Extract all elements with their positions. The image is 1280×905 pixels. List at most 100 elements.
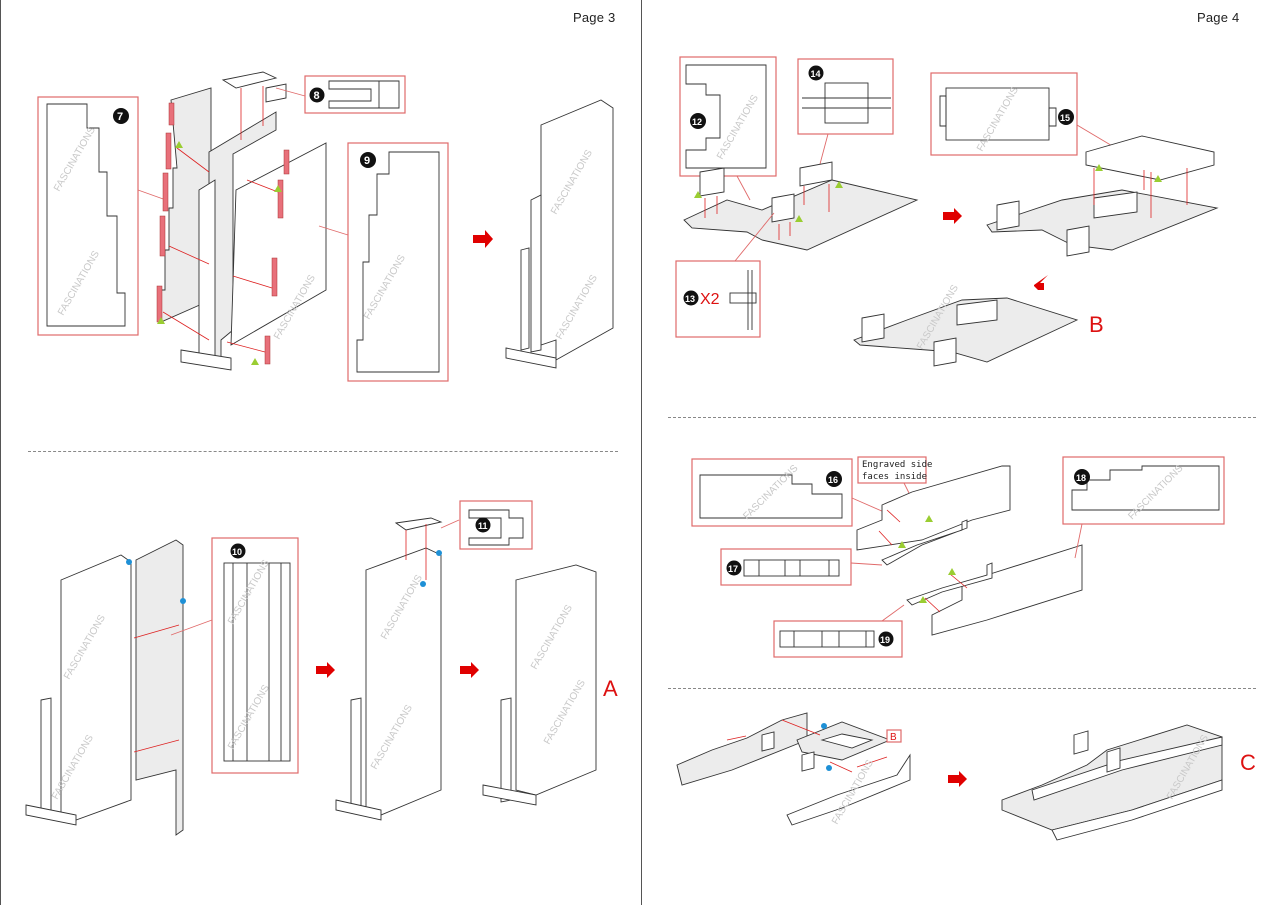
reference-label-B: B bbox=[890, 732, 897, 743]
note-text-line2: faces inside bbox=[862, 472, 927, 482]
alignment-dot bbox=[821, 723, 827, 729]
part-17-box: 17 bbox=[720, 548, 852, 586]
part-number-14: 14 bbox=[811, 69, 821, 79]
alignment-marker bbox=[1095, 164, 1103, 171]
note-text-line1: Engraved side bbox=[862, 460, 932, 470]
highlight-edge bbox=[283, 149, 290, 175]
leader-line bbox=[137, 189, 167, 201]
alignment-marker bbox=[1154, 175, 1162, 182]
result-label-A: A bbox=[603, 676, 618, 701]
exploded-assembly-step1: FASCINATIONS bbox=[156, 71, 327, 371]
part-14-box: 14 bbox=[797, 58, 894, 135]
quantity-multiplier: X2 bbox=[700, 291, 720, 308]
highlight-edge bbox=[162, 172, 169, 212]
alignment-marker bbox=[835, 181, 843, 188]
leader-line bbox=[275, 87, 306, 97]
part-number-badge bbox=[113, 108, 129, 124]
next-arrow-icon bbox=[948, 771, 967, 787]
part-number-13: 13 bbox=[685, 294, 695, 304]
leader-line bbox=[1074, 523, 1083, 559]
assembled-result-C: FASCINATIONS bbox=[1001, 724, 1223, 841]
leader-line bbox=[881, 604, 905, 622]
highlight-edge bbox=[168, 102, 175, 126]
alignment-dot bbox=[420, 581, 426, 587]
leader-line bbox=[440, 519, 460, 529]
exploded-assembly-step-c2: B FASCINATIONS bbox=[676, 712, 911, 827]
part-number-17: 17 bbox=[728, 564, 738, 574]
alignment-dot bbox=[126, 559, 132, 565]
engraved-note: Engraved side faces inside bbox=[857, 456, 932, 484]
highlight-edge bbox=[264, 335, 271, 365]
page4-illustrations: 12 FASCINATIONS 14 bbox=[675, 56, 1256, 841]
part-19-box: 19 bbox=[773, 620, 903, 658]
alignment-marker bbox=[898, 541, 906, 548]
part-number-19: 19 bbox=[880, 635, 890, 645]
result-label-C: C bbox=[1240, 750, 1256, 775]
page3-illustrations: 7 FASCINATIONS FASCINATIONS bbox=[25, 71, 618, 836]
part-16-box: 16 FASCINATIONS bbox=[691, 458, 853, 527]
exploded-assembly-step-c1 bbox=[856, 465, 1083, 636]
page-number: Page 4 bbox=[1197, 10, 1240, 25]
leader-line bbox=[1076, 124, 1115, 148]
instruction-page-3: Page 3 7 FASCINATIONS FASCINATIONS bbox=[0, 0, 618, 905]
result-label-B: B bbox=[1089, 312, 1104, 337]
alignment-dot bbox=[180, 598, 186, 604]
step-divider bbox=[28, 451, 618, 452]
part-number-7: 7 bbox=[117, 111, 123, 123]
exploded-assembly-step-b1 bbox=[683, 161, 919, 251]
part-13-box: 13 X2 bbox=[675, 260, 761, 338]
part-9-box: 9 FASCINATIONS bbox=[347, 142, 449, 382]
part-number-9: 9 bbox=[364, 155, 370, 167]
reference-B-box bbox=[886, 729, 902, 743]
leader-line bbox=[736, 175, 751, 201]
next-arrow-icon bbox=[943, 208, 962, 224]
next-arrow-icon bbox=[473, 230, 493, 248]
highlight-edge bbox=[277, 179, 284, 219]
alignment-marker bbox=[948, 568, 956, 575]
alignment-marker bbox=[694, 191, 702, 198]
assembled-result-step1: FASCINATIONS FASCINATIONS bbox=[505, 99, 614, 369]
alignment-dot bbox=[826, 765, 832, 771]
step-divider bbox=[668, 417, 1256, 418]
assembled-result-A: FASCINATIONS FASCINATIONS bbox=[482, 564, 597, 806]
part-number-16: 16 bbox=[828, 475, 838, 485]
leader-line bbox=[170, 619, 213, 636]
part-15-box: 15 FASCINATIONS bbox=[930, 72, 1078, 156]
leader-line bbox=[851, 497, 885, 513]
part-10-box: 10 FASCINATIONS FASCINATIONS bbox=[211, 537, 299, 774]
highlight-edge bbox=[156, 285, 163, 323]
alignment-marker bbox=[795, 215, 803, 222]
leader-line bbox=[318, 225, 349, 236]
part-12-box: 12 FASCINATIONS bbox=[679, 56, 777, 177]
alignment-marker bbox=[274, 185, 282, 192]
alignment-marker bbox=[157, 317, 165, 324]
alignment-dot bbox=[436, 550, 442, 556]
highlight-edge bbox=[271, 257, 278, 297]
part-18-box: 18 FASCINATIONS bbox=[1062, 456, 1225, 525]
step-divider bbox=[668, 688, 1256, 689]
leader-line bbox=[734, 212, 775, 262]
assembly-step-b-intermediate bbox=[986, 135, 1219, 257]
alignment-marker bbox=[175, 141, 183, 148]
part-number-8: 8 bbox=[314, 90, 320, 102]
part-8-box: 8 bbox=[304, 75, 406, 114]
next-arrow-icon bbox=[460, 662, 479, 678]
part-7-box: 7 FASCINATIONS FASCINATIONS bbox=[37, 96, 139, 336]
assembly-step2-intermediate: FASCINATIONS FASCINATIONS bbox=[335, 517, 443, 821]
exploded-assembly-step2: FASCINATIONS FASCINATIONS bbox=[25, 539, 186, 836]
part-number-11: 11 bbox=[478, 521, 488, 531]
leader-line bbox=[819, 133, 829, 165]
instruction-page-4: Page 4 12 FASCINATIONS 14 bbox=[641, 0, 1280, 905]
alignment-marker bbox=[919, 596, 927, 603]
page-number: Page 3 bbox=[573, 10, 616, 25]
part-number-18: 18 bbox=[1076, 473, 1086, 483]
part-number-12: 12 bbox=[692, 117, 702, 127]
part-11-box: 11 bbox=[459, 500, 533, 550]
highlight-edge bbox=[159, 215, 166, 257]
alignment-marker bbox=[251, 358, 259, 365]
next-arrow-icon bbox=[316, 662, 335, 678]
part-number-10: 10 bbox=[232, 547, 242, 557]
alignment-marker bbox=[925, 515, 933, 522]
assembled-result-B: FASCINATIONS bbox=[853, 283, 1079, 367]
next-arrow-icon bbox=[1034, 275, 1048, 293]
